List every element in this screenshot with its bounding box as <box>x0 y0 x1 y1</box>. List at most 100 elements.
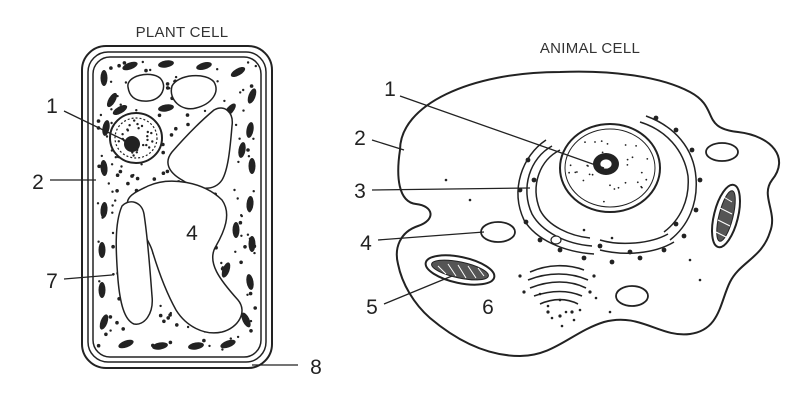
chromatin-speckle <box>128 124 131 127</box>
cytoplasm-speckle <box>97 164 101 169</box>
plant-label-8: 8 <box>310 356 322 379</box>
cytoplasm-speckle <box>550 316 554 320</box>
chromatin-speckle <box>594 141 596 143</box>
chloroplast <box>158 104 174 112</box>
cytoplasm-speckle <box>157 113 162 118</box>
chromatin-speckle <box>601 151 604 154</box>
cytoplasm-speckle <box>114 156 118 159</box>
cytoplasm-speckle <box>165 82 170 86</box>
cytoplasm-speckle <box>115 320 119 325</box>
cytoplasm-speckle <box>162 319 166 324</box>
animal-chromatin <box>568 140 649 203</box>
plant-label-7: 7 <box>46 270 58 293</box>
chloroplast <box>118 339 134 349</box>
ribosome <box>697 177 703 183</box>
golgi-vesicle <box>570 310 574 314</box>
cytoplasm-speckle <box>698 278 702 282</box>
cytoplasm-speckle <box>253 251 256 255</box>
cytoplasm-speckle <box>202 338 206 343</box>
cytoplasm-speckle <box>161 171 166 175</box>
animal-cell-title: ANIMAL CELL <box>540 40 640 57</box>
chloroplast <box>221 262 231 278</box>
chromatin-speckle <box>126 145 129 148</box>
cytoplasm-speckle <box>126 181 130 186</box>
cytoplasm-speckle <box>169 133 174 137</box>
cytoplasm-speckle <box>254 64 257 68</box>
cytoplasm-speckle <box>572 318 576 322</box>
cytoplasm-speckle <box>175 323 179 327</box>
plant-cell-wall-inner <box>87 51 267 363</box>
ribosome <box>537 237 543 243</box>
ribosome <box>673 221 679 227</box>
plant-label-1: 1 <box>46 95 58 118</box>
ribosome <box>673 127 679 133</box>
animal-leader-2 <box>371 139 405 151</box>
cytoplasm-speckle <box>578 308 582 312</box>
cytoplasm-speckle <box>109 80 113 84</box>
cytoplasm-speckle <box>246 293 249 296</box>
cytoplasm-speckle <box>253 306 257 310</box>
chromatin-speckle <box>132 154 135 157</box>
plant-label-4: 4 <box>186 222 198 245</box>
cytoplasm-speckle <box>115 189 119 193</box>
chloroplast <box>158 60 174 68</box>
cytoplasm-speckle <box>109 329 112 332</box>
chloroplast <box>220 339 236 349</box>
chloroplast <box>100 70 108 86</box>
cytoplasm-speckle <box>233 188 236 192</box>
cytoplasm-speckle <box>564 310 568 314</box>
cytoplasm-speckle <box>247 155 251 158</box>
cytoplasm-speckle <box>216 80 219 83</box>
cytoplasm-speckle <box>239 260 243 265</box>
chromatin-speckle <box>146 135 149 138</box>
chromatin-speckle <box>584 141 586 144</box>
animal-label-6: 6 <box>482 296 494 319</box>
chloroplast <box>106 92 118 108</box>
golgi-vesicle <box>518 274 522 278</box>
cytoplasm-speckle <box>165 86 170 90</box>
cytoplasm-speckle <box>132 173 135 177</box>
cytoplasm-speckle <box>111 190 114 193</box>
cytoplasm-speckle <box>109 66 113 70</box>
ribosome <box>523 219 529 225</box>
chromatin-speckle <box>133 119 136 122</box>
cytoplasm-speckle <box>166 316 170 320</box>
chromatin-speckle <box>635 145 637 147</box>
cytoplasm-speckle <box>240 234 243 237</box>
cytoplasm-speckle <box>237 160 240 164</box>
cytoplasm-speckle <box>444 178 448 182</box>
plant-vacuole-left <box>115 201 153 325</box>
plant-cell-membrane <box>92 56 262 358</box>
chromatin-speckle <box>146 138 149 142</box>
cytoplasm-speckle <box>246 61 250 64</box>
plant-nucleus-envelope <box>114 117 158 159</box>
cytoplasm-speckle <box>96 202 100 205</box>
chromatin-speckle <box>126 129 130 132</box>
chromatin-speckle <box>569 164 572 167</box>
cytoplasm-speckle <box>135 176 140 181</box>
cytoplasm-speckle <box>107 182 111 185</box>
chromatin-speckle <box>624 144 627 146</box>
chloroplast <box>188 342 204 350</box>
chromatin-speckle <box>631 156 634 159</box>
ribosome <box>597 243 603 249</box>
cytoplasm-speckle <box>185 113 190 117</box>
chromatin-speckle <box>588 173 591 176</box>
chromatin-speckle <box>591 173 594 176</box>
cytoplasm-speckle <box>117 63 121 68</box>
plant-cell-title: PLANT CELL <box>136 24 229 41</box>
ribosome <box>681 233 687 239</box>
chloroplast <box>100 160 108 176</box>
cytoplasm-speckle <box>121 327 125 331</box>
cytoplasm-speckle <box>152 177 157 181</box>
cytoplasm-speckle <box>118 169 123 174</box>
ribosome <box>525 157 531 163</box>
animal-label-3: 3 <box>354 180 366 203</box>
cytoplasm-speckle <box>221 348 224 351</box>
cytoplasm-speckle <box>149 68 152 72</box>
cytoplasm-speckle <box>140 163 143 166</box>
chromatin-speckle <box>146 130 149 134</box>
cytoplasm-speckle <box>110 108 113 111</box>
cytoplasm-speckle <box>594 296 598 300</box>
chloroplast <box>98 282 106 298</box>
